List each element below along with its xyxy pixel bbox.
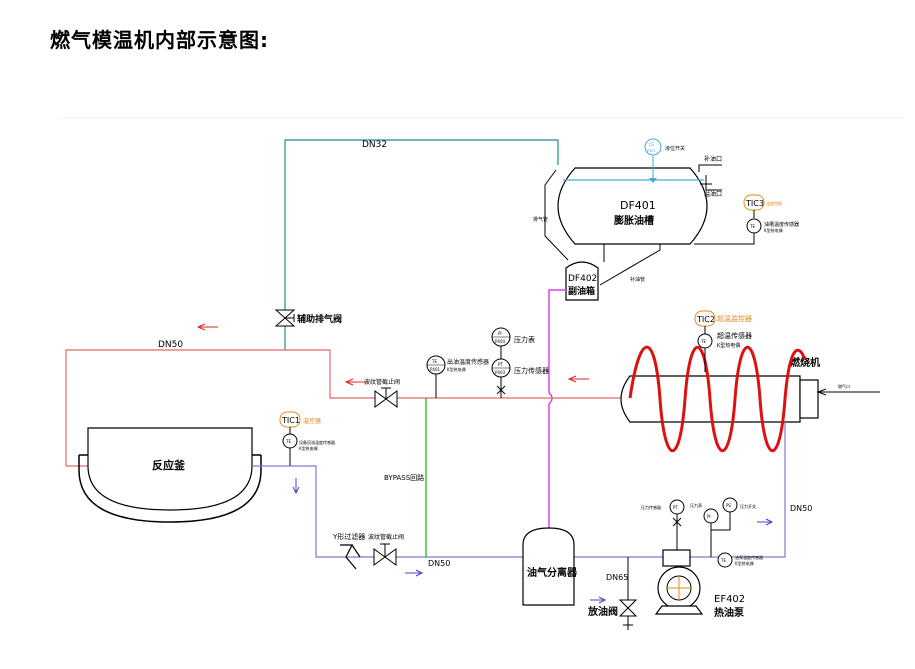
ls-tag: LS bbox=[649, 142, 654, 147]
pt-num: P403 bbox=[495, 370, 506, 375]
pump-instruments: PT 压力传感器 PI 压力表 PS 压力开关 TE 油泵温度传感器 K型热电偶 bbox=[641, 497, 763, 568]
heater-assembly: 燃气口 燃烧机 bbox=[620, 345, 880, 452]
tic3-note: 温度控制 bbox=[766, 200, 782, 206]
magenta-line-upper bbox=[548, 289, 566, 393]
df402-code: DF402 bbox=[568, 274, 597, 284]
tic2-te: TE bbox=[700, 339, 706, 344]
bellows-valve-top-label: 波纹管截止阀 bbox=[364, 378, 400, 386]
aux-vent-valve: 辅助排气阀 bbox=[274, 309, 342, 327]
dn50-right-label: DN50 bbox=[790, 504, 812, 513]
refill-pipe bbox=[599, 244, 661, 286]
tic3-sensor-label: 油槽温度传感器 bbox=[764, 221, 799, 228]
te-tag: TE bbox=[431, 359, 437, 364]
pump-te-tag: TE bbox=[720, 558, 726, 563]
pump-pi-tag: PI bbox=[707, 514, 711, 519]
bypass-label: BYPASS回路 bbox=[384, 473, 424, 482]
refill-pipe-label: 补油管 bbox=[630, 276, 645, 283]
aux-vent-valve-label: 辅助排气阀 bbox=[297, 313, 342, 325]
dn32-vent-line bbox=[284, 139, 559, 350]
pump-pressure-gauge-label: 压力表 bbox=[690, 502, 702, 508]
gas-inlet-label: 燃气口 bbox=[838, 383, 850, 389]
outlet-temp-type: K型热电偶 bbox=[447, 366, 466, 372]
tic1-te: TE bbox=[285, 439, 291, 444]
df401-code: DF401 bbox=[620, 199, 656, 212]
tic3-type-label: K型热电偶 bbox=[764, 227, 783, 233]
dn50-hot-line bbox=[65, 349, 630, 466]
ef402-name: 热油泵 bbox=[714, 606, 745, 619]
heating-coil bbox=[628, 345, 807, 452]
tic2-note: 超温监控器 bbox=[717, 314, 752, 323]
reactor-label: 反应釜 bbox=[152, 458, 186, 472]
pump-ps-tag: PS bbox=[726, 503, 731, 508]
drain-valve: 放油阀 bbox=[587, 557, 638, 630]
pressure-gauge-top-label: 压力表 bbox=[514, 335, 535, 344]
bellows-valve-bottom-label: 波纹管截止阀 bbox=[368, 533, 404, 541]
pump-temp-type-label: K型热电偶 bbox=[735, 560, 754, 566]
ef402-hot-oil-pump: EF402 热油泵 bbox=[654, 549, 745, 619]
bellows-valve-top: 波纹管截止阀 bbox=[364, 378, 400, 408]
flow-arrows-red bbox=[196, 323, 589, 386]
burner-label: 燃烧机 bbox=[790, 356, 820, 369]
blue-to-heater bbox=[690, 422, 786, 558]
page-title: 燃气模温机内部示意图: bbox=[50, 28, 269, 52]
df401-name: 膨胀油槽 bbox=[614, 214, 654, 227]
pressure-sensor-top-label: 压力传感器 bbox=[514, 366, 549, 375]
outlet-temp-sensor: TE P401 出油温度传感器 K型热电偶 bbox=[426, 355, 489, 398]
y-filter-label: Y形过滤器 bbox=[332, 532, 365, 541]
separator-label: 油气分离器 bbox=[527, 566, 578, 579]
pi-tag: PI bbox=[498, 331, 502, 336]
bellows-valve-bottom: 波纹管截止阀 bbox=[368, 533, 404, 566]
dn65-label: DN65 bbox=[606, 573, 628, 582]
pump-pressure-sensor-label: 压力传感器 bbox=[641, 504, 661, 510]
level-switch-instrument: LS P401 液位开关 bbox=[644, 138, 685, 183]
pressure-instruments-top: PI P404 压力表 PT P403 压力传感器 bbox=[491, 327, 549, 398]
overflow-port-label: 溢油口 bbox=[704, 190, 722, 198]
oil-gas-separator: 油气分离器 bbox=[522, 527, 578, 606]
tic3-tag: TIC3 bbox=[745, 199, 764, 208]
ef402-code: EF402 bbox=[714, 594, 745, 605]
drain-valve-label: 放油阀 bbox=[587, 605, 618, 618]
tic1-instrument: TIC1 温控器 TE 设备回油温度传感器 K型热电偶 bbox=[279, 411, 335, 466]
tic2-tag: TIC2 bbox=[696, 315, 715, 324]
pump-pt-tag: PT bbox=[673, 505, 678, 510]
tic1-note: 温控器 bbox=[303, 417, 321, 425]
tic1-sensor-label: 设备回油温度传感器 bbox=[299, 439, 335, 445]
pump-pressure-switch-label: 压力开关 bbox=[740, 503, 756, 509]
tic3-instrument: TIC3 温度控制 TE 油槽温度传感器 K型热电偶 bbox=[694, 194, 799, 245]
vent-pipe-label: 排气管 bbox=[533, 216, 548, 223]
vent-pipe bbox=[544, 169, 569, 261]
dn50-bottom-label: DN50 bbox=[428, 559, 450, 568]
tic2-type-label: K型热电偶 bbox=[717, 342, 740, 349]
tic1-tag: TIC1 bbox=[281, 416, 300, 425]
dn32-label: DN32 bbox=[362, 140, 387, 150]
refill-port-label: 补油口 bbox=[704, 155, 722, 163]
y-filter: Y形过滤器 bbox=[332, 532, 365, 570]
pump-temp-sensor-label: 油泵温度传感器 bbox=[735, 554, 763, 560]
df401-expansion-tank: DF401 膨胀油槽 bbox=[557, 167, 708, 245]
pi-num: P404 bbox=[495, 339, 506, 344]
tank-ports: 补油口 溢油口 bbox=[698, 155, 722, 198]
tic2-sensor-label: 超温传感器 bbox=[717, 331, 752, 340]
df402-auxiliary-tank: DF402 副油箱 bbox=[565, 261, 599, 301]
level-switch-label: 液位开关 bbox=[665, 145, 685, 152]
outlet-temp-label: 出油温度传感器 bbox=[447, 358, 489, 366]
pt-tag: PT bbox=[498, 362, 503, 367]
tic1-type-label: K型热电偶 bbox=[299, 445, 318, 451]
tic3-te: TE bbox=[749, 224, 755, 229]
tic2-instrument: TIC2 超温监控器 TE 超温传感器 K型热电偶 bbox=[694, 310, 752, 372]
flow-arrows-blue bbox=[292, 478, 774, 604]
dn50-top-label: DN50 bbox=[158, 340, 183, 350]
blue-return-line bbox=[252, 465, 523, 558]
df402-name: 副油箱 bbox=[568, 285, 595, 297]
ls-num: P401 bbox=[647, 149, 656, 153]
reactor-vessel: 反应釜 bbox=[78, 427, 262, 523]
te-num: P401 bbox=[430, 367, 441, 372]
